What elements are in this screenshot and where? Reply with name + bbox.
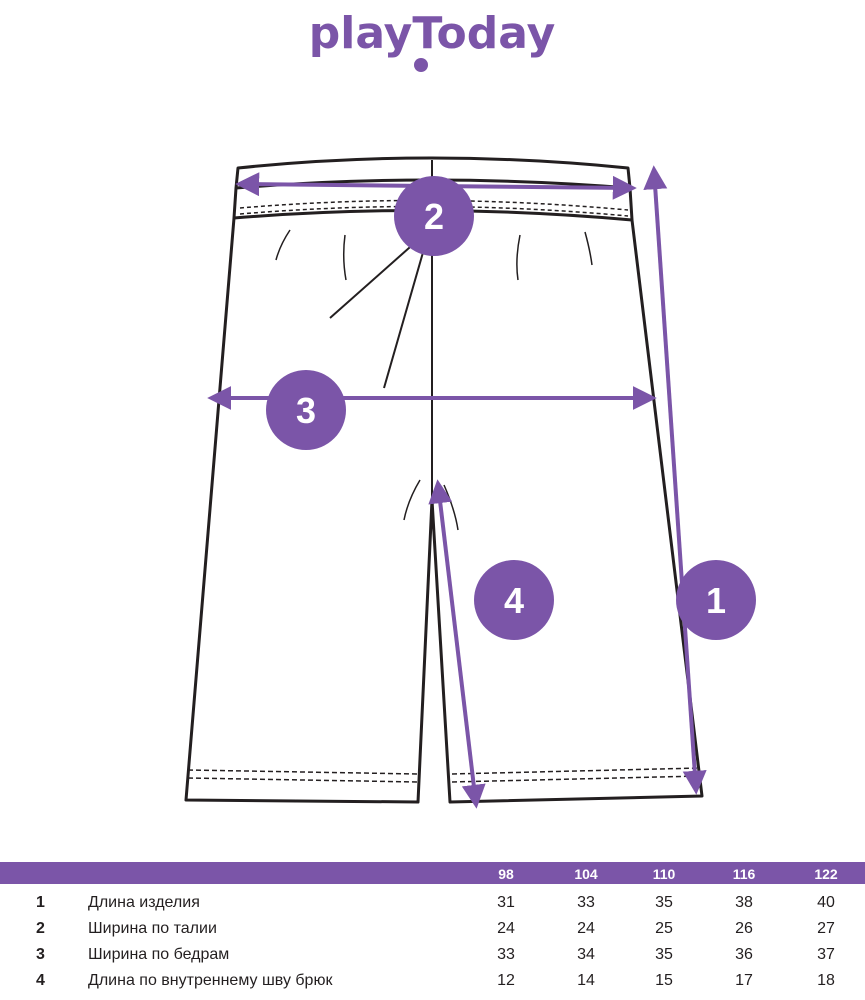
table-cell: 35 <box>655 894 673 911</box>
total-length-arrow <box>643 165 707 795</box>
table-row: 1 Длина изделия 31 33 35 38 40 <box>0 894 865 918</box>
table-cell: 36 <box>735 946 753 963</box>
table-cell: 38 <box>735 894 753 911</box>
size-header: 98 <box>498 866 514 882</box>
marker-3: 3 <box>266 370 346 450</box>
table-cell: 37 <box>817 946 835 963</box>
size-header: 122 <box>814 866 838 882</box>
table-row: 3 Ширина по бедрам 33 34 35 36 37 <box>0 946 865 970</box>
row-label: Длина изделия <box>88 894 200 911</box>
logo-dot <box>414 58 428 72</box>
row-number: 3 <box>36 946 45 963</box>
table-cell: 15 <box>655 972 673 989</box>
table-row: 2 Ширина по талии 24 24 25 26 27 <box>0 920 865 944</box>
marker-2: 2 <box>394 176 474 256</box>
marker-1: 1 <box>676 560 756 640</box>
table-cell: 12 <box>497 972 515 989</box>
table-cell: 27 <box>817 920 835 937</box>
table-cell: 34 <box>577 946 595 963</box>
table-cell: 24 <box>577 920 595 937</box>
row-label: Ширина по талии <box>88 920 217 937</box>
inseam-length-arrow <box>428 479 486 809</box>
size-table: 98 104 110 116 122 1 Длина изделия 31 33… <box>0 862 865 1000</box>
table-cell: 25 <box>655 920 673 937</box>
table-cell: 40 <box>817 894 835 911</box>
table-cell: 18 <box>817 972 835 989</box>
row-label: Ширина по бедрам <box>88 946 230 963</box>
size-header: 104 <box>574 866 598 882</box>
size-header: 116 <box>732 866 756 882</box>
marker-4: 4 <box>474 560 554 640</box>
row-number: 2 <box>36 920 45 937</box>
table-cell: 35 <box>655 946 673 963</box>
svg-text:4: 4 <box>504 580 524 621</box>
row-number: 4 <box>36 972 45 989</box>
shorts-diagram: 2 3 4 1 <box>0 140 865 830</box>
svg-text:2: 2 <box>424 196 444 237</box>
size-header-row: 98 104 110 116 122 <box>0 862 865 884</box>
table-cell: 26 <box>735 920 753 937</box>
table-cell: 17 <box>735 972 753 989</box>
table-row: 4 Длина по внутреннему шву брюк 12 14 15… <box>0 972 865 996</box>
table-cell: 31 <box>497 894 515 911</box>
brand-logo: playToday <box>0 0 865 80</box>
table-cell: 33 <box>497 946 515 963</box>
size-header: 110 <box>652 866 676 882</box>
table-cell: 24 <box>497 920 515 937</box>
svg-text:1: 1 <box>706 580 726 621</box>
row-number: 1 <box>36 894 45 911</box>
row-label: Длина по внутреннему шву брюк <box>88 972 333 989</box>
svg-text:3: 3 <box>296 390 316 431</box>
table-cell: 14 <box>577 972 595 989</box>
logo-text: playToday <box>309 8 556 59</box>
table-cell: 33 <box>577 894 595 911</box>
